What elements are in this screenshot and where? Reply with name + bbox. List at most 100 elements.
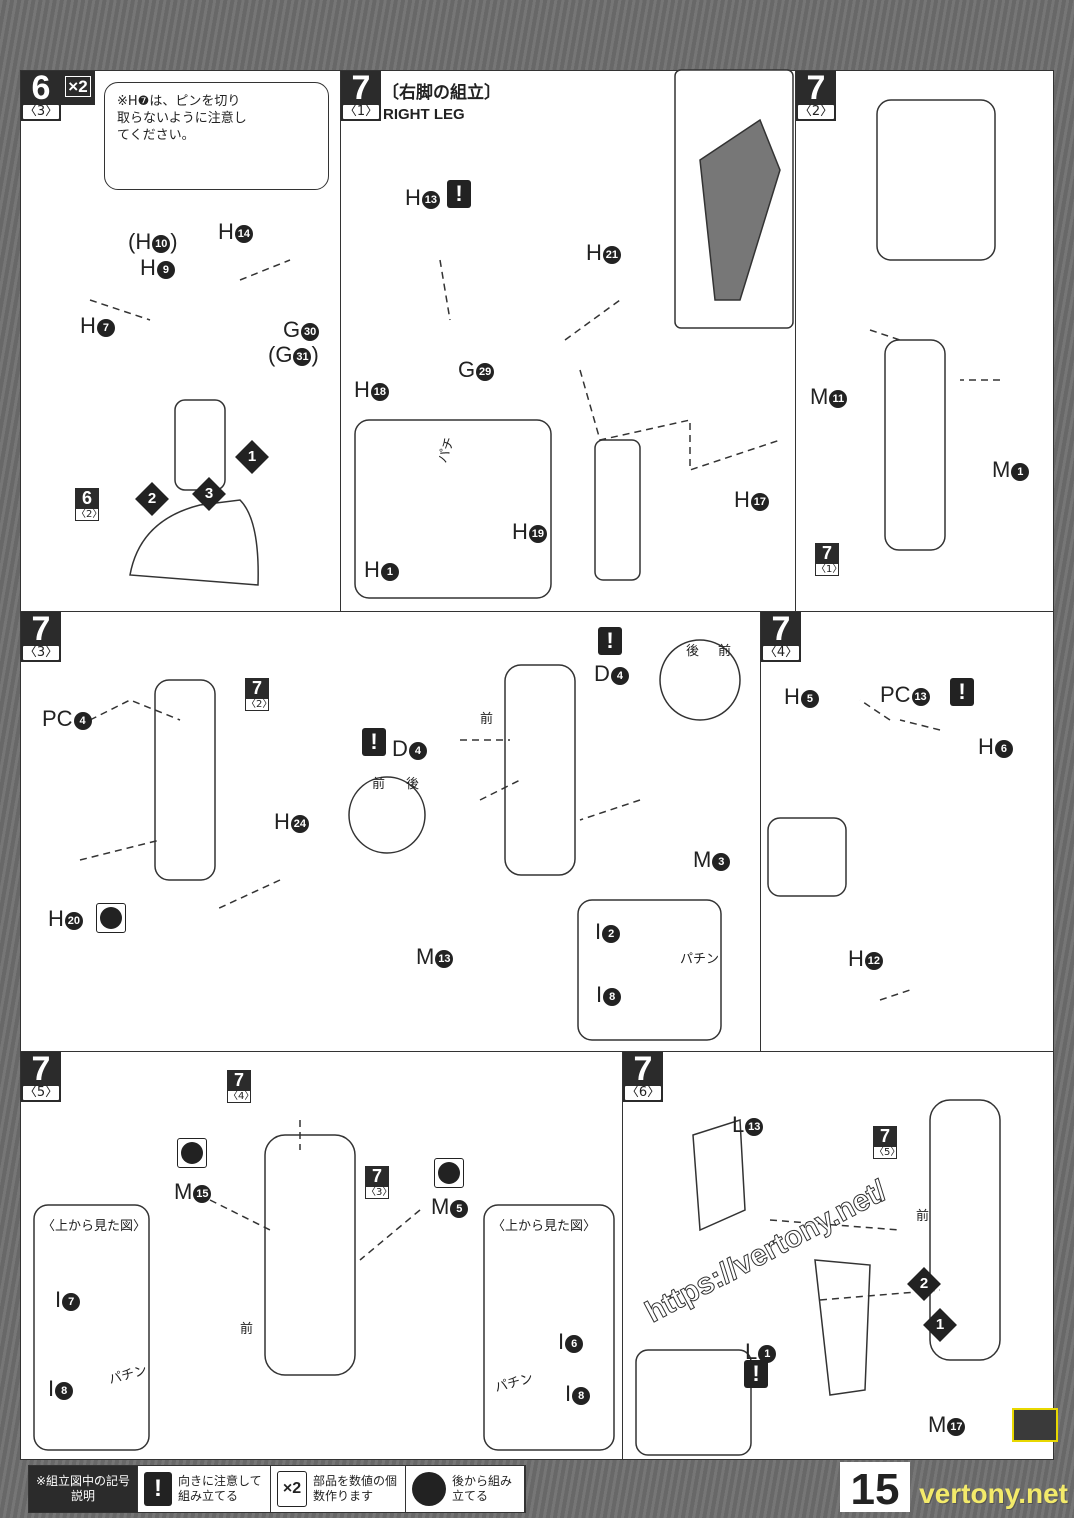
- part-label-text: G: [458, 357, 476, 382]
- step-reference-sub: 〈4〉: [227, 1090, 255, 1103]
- part-label-text: PC: [42, 706, 73, 731]
- part-label-text: G: [275, 342, 293, 367]
- part-number-badge: 17: [750, 493, 769, 511]
- part-number-badge: 1: [380, 563, 399, 581]
- part-label-text: H: [978, 734, 994, 759]
- part-label-text: H: [140, 255, 156, 280]
- back-assembly-icon: [412, 1472, 446, 1506]
- front-label: 前: [480, 712, 494, 727]
- front-label: 前: [718, 644, 732, 659]
- step-number: 7: [31, 610, 51, 648]
- gate-inset: [635, 1349, 752, 1456]
- assembly-order-marker: 1: [235, 440, 269, 474]
- part-label-text: (: [128, 229, 136, 254]
- inset-box: [876, 99, 996, 261]
- step-number: 7: [633, 1050, 653, 1088]
- orientation-caution-icon: !: [744, 1360, 768, 1388]
- assembly-order-marker: 1: [923, 1308, 957, 1342]
- step-badge: 6〈3〉: [21, 71, 61, 121]
- top-view-label: 〈上から見た図〉: [42, 1219, 147, 1234]
- x2-icon: ×2: [277, 1471, 307, 1507]
- front-label: 前: [916, 1209, 930, 1224]
- part-label-text: H: [354, 377, 370, 402]
- step-reference: 7〈2〉: [245, 678, 273, 711]
- part-label-text: H: [364, 557, 380, 582]
- step-sub: 〈1〉: [343, 104, 379, 119]
- front-label: 前: [240, 1322, 254, 1337]
- part-label-text: I: [596, 982, 603, 1007]
- part-number-badge: 8: [603, 988, 622, 1006]
- leg-assembly-drawing: [504, 664, 576, 876]
- part-label-text: D: [594, 661, 610, 686]
- order-number: 1: [247, 448, 257, 465]
- legend-lead: ※組立図中の記号説明: [29, 1466, 138, 1512]
- part-label-text: M: [416, 944, 435, 969]
- part-label-text: H: [734, 487, 750, 512]
- step-badge: 7〈5〉: [21, 1052, 61, 1102]
- step-reference-num: 7: [873, 1126, 897, 1146]
- part-number-badge: 4: [73, 712, 92, 730]
- part-label-text: I: [595, 919, 602, 944]
- joint-assembly-drawing: [174, 399, 226, 491]
- orientation-caution-icon: !: [950, 678, 974, 706]
- part-number-badge: 30: [301, 323, 320, 341]
- caution-note-text: ※H❼は、ピンを切り取らないように注意してください。: [117, 94, 247, 143]
- legend-item-back: 後から組み立てる: [406, 1466, 525, 1512]
- step-reference-sub: 〈2〉: [245, 698, 273, 711]
- part-number-badge: 19: [528, 525, 547, 543]
- caution-note: ※H❼は、ピンを切り取らないように注意してください。: [104, 82, 329, 190]
- part-label-text: ): [311, 342, 319, 367]
- top-view-label: 〈上から見た図〉: [492, 1219, 597, 1234]
- step-reference-num: 7: [245, 678, 269, 698]
- legend-item-orientation: !向きに注意して組み立てる: [138, 1466, 271, 1512]
- part-label-text: M: [928, 1412, 947, 1437]
- base-part-drawing: [129, 499, 259, 586]
- part-number-badge: 5: [450, 1200, 469, 1218]
- part-label-text: M: [431, 1194, 450, 1219]
- lower-leg-drawing: [594, 439, 641, 581]
- part-number-badge: 8: [55, 1382, 74, 1400]
- part-number-badge: 21: [602, 246, 621, 264]
- site-watermark: vertony.net: [919, 1478, 1068, 1509]
- part-label-text: H: [586, 240, 602, 265]
- step-sub: 〈5〉: [23, 1085, 59, 1100]
- part-number-badge: 13: [745, 1118, 764, 1136]
- snap-label: パチン: [680, 952, 720, 967]
- section-subtitle: RIGHT LEG: [383, 106, 465, 123]
- leg-assembly-drawing: [929, 1099, 1001, 1361]
- armor-part-drawing: [692, 1118, 746, 1232]
- step-sub: 〈3〉: [23, 645, 59, 660]
- subassembly-inset: [354, 419, 552, 599]
- part-label-text: H: [80, 313, 96, 338]
- step-reference: 7〈5〉: [873, 1126, 900, 1159]
- back-assembly-icon: [96, 903, 126, 933]
- step-number: 7: [771, 610, 791, 648]
- part-number-badge: 9: [156, 261, 175, 279]
- top-view-inset-left: [33, 1204, 150, 1451]
- part-number-badge: 17: [947, 1418, 966, 1436]
- part-label-text: I: [558, 1329, 565, 1354]
- leg-assembly-drawing: [154, 679, 216, 881]
- part-number-badge: 5: [800, 690, 819, 708]
- part-label-text: H: [274, 809, 290, 834]
- part-label-text: H: [48, 906, 64, 931]
- assembly-order-marker: 2: [907, 1267, 941, 1301]
- step-badge: 7〈2〉: [796, 71, 836, 121]
